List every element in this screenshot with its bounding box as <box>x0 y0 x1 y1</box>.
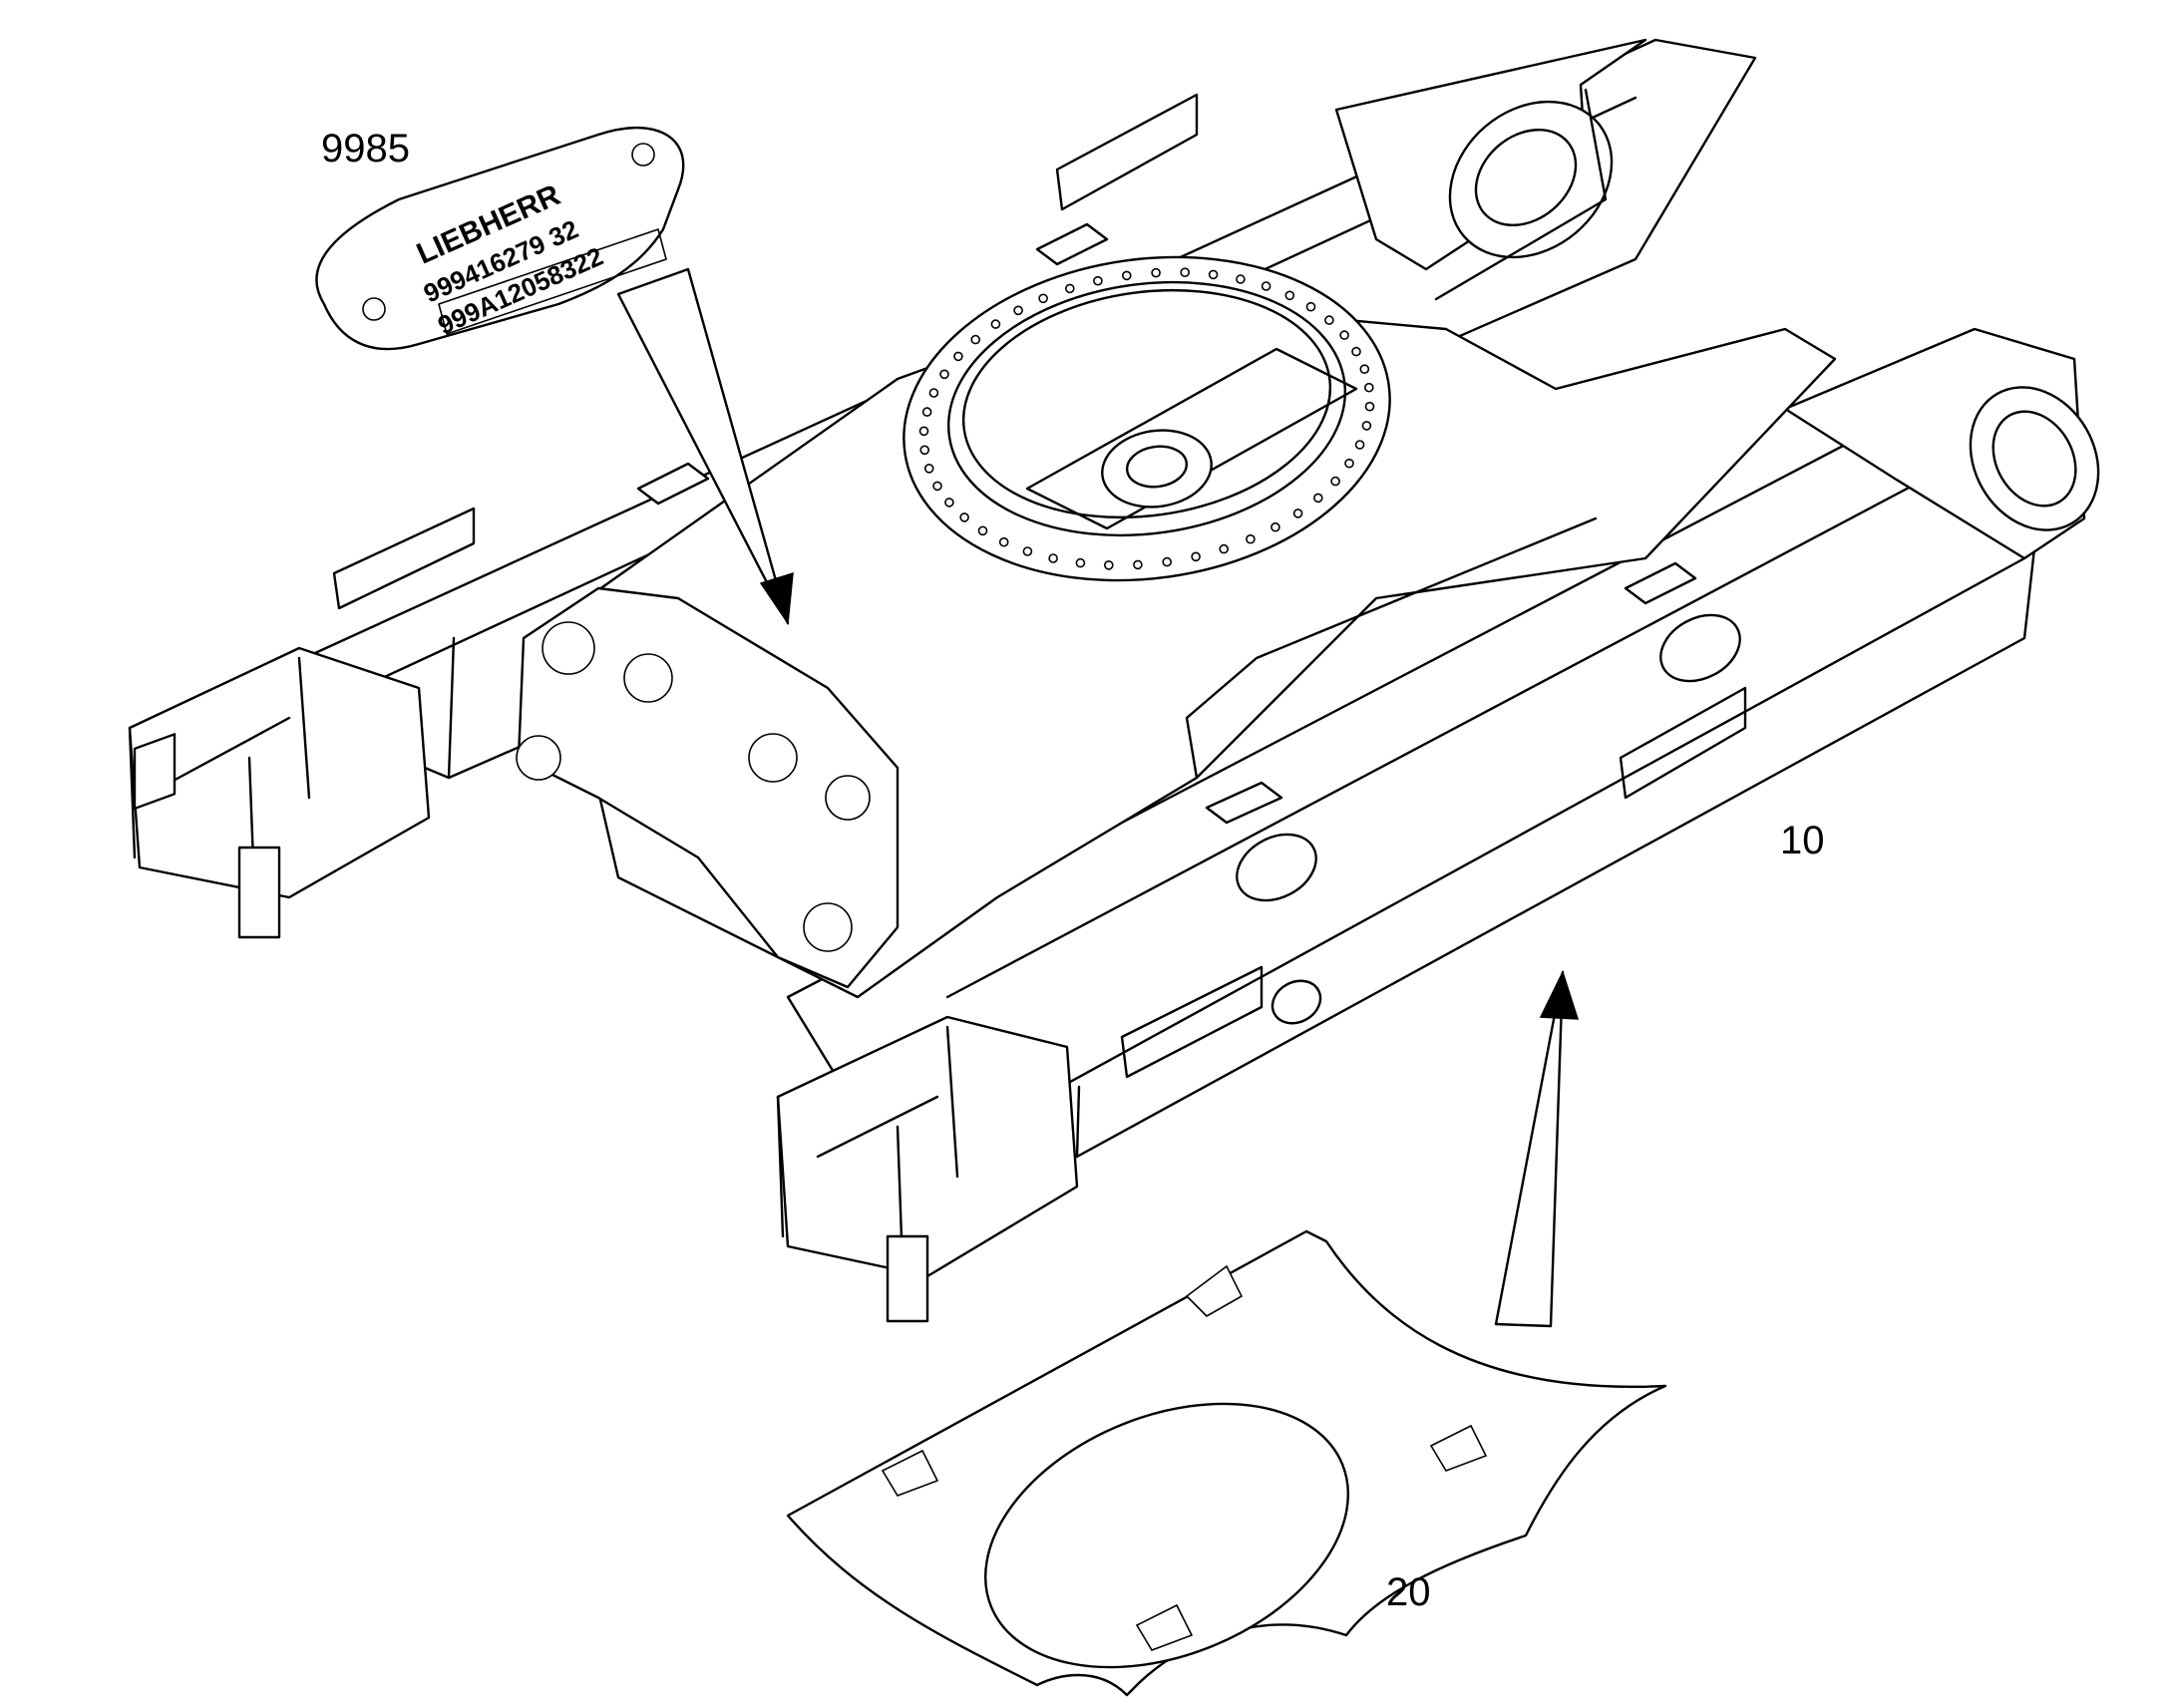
bolt-hole <box>1236 274 1246 284</box>
bolt-hole <box>939 369 949 380</box>
bolt-hole <box>1162 556 1172 567</box>
bolt-hole <box>919 445 930 456</box>
bolt-hole <box>1219 543 1229 554</box>
undercarriage-frame <box>128 38 2100 1323</box>
bolt-hole <box>1305 301 1316 312</box>
front-track-bracket <box>776 1015 1079 1278</box>
bolt-hole <box>1364 401 1375 412</box>
bolt-hole <box>1093 275 1103 286</box>
bolt-hole <box>1284 290 1295 301</box>
left-rear-track-bracket <box>128 646 431 899</box>
bolt-hole <box>1324 315 1334 325</box>
track-guide-rack <box>1120 965 1264 1079</box>
bolt-hole <box>1191 551 1201 562</box>
bolt-hole <box>1013 305 1023 316</box>
plate-leader-arrow <box>616 267 794 626</box>
bolt-hole <box>1364 382 1374 393</box>
bolt-hole <box>1313 493 1323 504</box>
bolt-hole <box>1104 559 1114 570</box>
bolt-hole <box>1354 440 1365 450</box>
bolt-hole <box>1292 509 1303 518</box>
bolt-hole <box>921 407 932 417</box>
bolt-hole <box>1133 559 1143 570</box>
bolt-hole <box>1151 267 1161 278</box>
bolt-hole <box>1180 267 1190 278</box>
bolt-hole <box>1271 521 1280 532</box>
callout-gasket: 20 <box>1386 1570 1431 1614</box>
center-hinge-bracket <box>517 586 900 989</box>
track-guide-rack <box>1619 686 1747 800</box>
bolt-hole <box>918 426 929 437</box>
bolt-hole <box>1261 281 1272 291</box>
callout-plate: 9985 <box>321 127 410 171</box>
bolt-hole <box>1075 557 1086 568</box>
bolt-hole <box>998 536 1009 547</box>
bolt-hole <box>1330 476 1340 487</box>
bolt-hole <box>944 498 954 508</box>
bolt-hole <box>1361 421 1372 431</box>
bolt-hole <box>1022 546 1033 556</box>
bolt-hole <box>977 525 988 536</box>
bolt-hole <box>1351 346 1361 357</box>
bolt-hole <box>1048 553 1058 563</box>
bolt-hole <box>1065 283 1075 294</box>
bolt-hole <box>953 351 963 362</box>
callout-frame: 10 <box>1780 819 1825 862</box>
bolt-hole <box>959 512 969 522</box>
bolt-hole <box>1339 330 1349 340</box>
bolt-hole <box>1344 458 1354 469</box>
bolt-hole <box>1122 270 1132 281</box>
bolt-hole <box>970 334 981 345</box>
gasket-leader-arrow <box>1494 969 1580 1328</box>
name-plate: LIEBHERR 999416279 32 999A12058322 <box>315 126 685 351</box>
slewing-ring-bolt-holes <box>918 267 1375 570</box>
gasket-plate <box>786 1229 1667 1697</box>
bolt-hole <box>1208 269 1219 280</box>
gasket-center-opening <box>983 1402 1350 1669</box>
bolt-hole <box>1359 364 1370 375</box>
bolt-hole <box>932 481 942 492</box>
track-guide-rack <box>1055 93 1199 211</box>
center-hole <box>1101 429 1213 509</box>
bolt-hole <box>1038 293 1048 304</box>
bolt-hole <box>928 388 939 398</box>
track-guide-rack <box>332 507 476 610</box>
bolt-hole <box>1246 533 1256 544</box>
bolt-hole <box>923 463 934 474</box>
bolt-hole <box>990 319 1001 329</box>
